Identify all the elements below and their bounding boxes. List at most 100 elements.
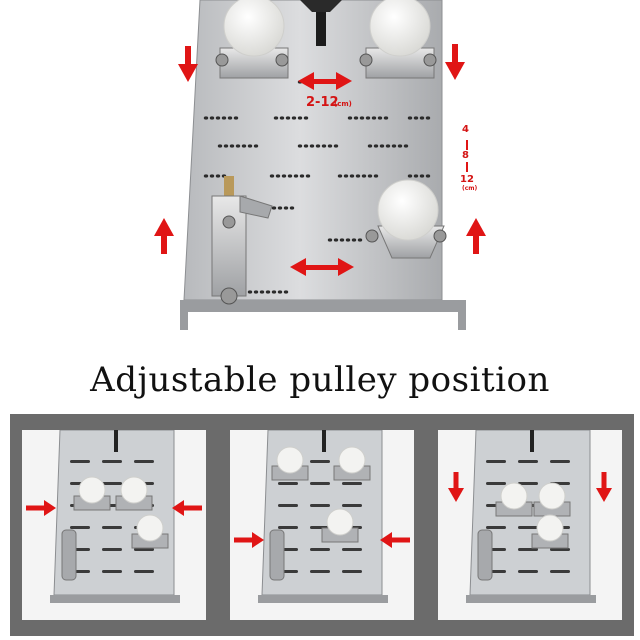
mini-hole-row <box>310 548 330 551</box>
arrow-down-left <box>178 46 198 82</box>
arrow-down-icon <box>596 488 612 502</box>
hole <box>333 144 339 148</box>
mini-wheel <box>326 508 354 536</box>
hole <box>321 144 327 148</box>
mini-hole-row <box>310 482 330 485</box>
mini-hole-row <box>518 460 538 463</box>
mini-hole-row <box>342 548 362 551</box>
hole <box>259 290 265 294</box>
arrow-up-right <box>466 218 486 254</box>
hole <box>339 238 345 242</box>
mini-hole-row <box>550 460 570 463</box>
hole <box>349 174 355 178</box>
mini-hole-row <box>278 482 298 485</box>
example-1-drawing <box>26 430 202 603</box>
hole <box>247 144 253 148</box>
hole <box>303 116 309 120</box>
mini-hole-row <box>518 570 538 573</box>
hole <box>419 116 425 120</box>
hole <box>253 144 259 148</box>
arrow-up-left <box>154 218 174 254</box>
vertical-range-label-12: 12 <box>460 174 474 185</box>
hole <box>327 238 333 242</box>
mini-pivot-arm <box>269 529 285 581</box>
mini-hole-row <box>70 460 90 463</box>
mini-lip <box>466 595 596 603</box>
hole <box>371 116 377 120</box>
hole <box>279 116 285 120</box>
hole <box>327 144 333 148</box>
vertical-range-label-4: 4 <box>462 124 469 135</box>
hole <box>397 144 403 148</box>
mini-hole-row <box>278 526 298 529</box>
hole <box>373 144 379 148</box>
hole <box>287 174 293 178</box>
arrow-left-icon <box>172 500 184 516</box>
hole <box>209 174 215 178</box>
mini-arrow-shaft <box>392 537 410 543</box>
position-examples-strip <box>10 414 634 636</box>
example-panel-2 <box>230 430 414 620</box>
example-panel-3 <box>438 430 622 620</box>
hole <box>283 290 289 294</box>
arrow-right-icon <box>44 500 56 516</box>
hole <box>277 206 283 210</box>
hole <box>235 144 241 148</box>
hole <box>309 144 315 148</box>
hole <box>347 116 353 120</box>
example-3-drawing <box>448 430 612 603</box>
pulley-plate-photo: 2-12 (cm) 4 8 12 (cm) <box>154 0 486 330</box>
hole <box>247 290 253 294</box>
mini-hole-row <box>486 482 506 485</box>
mini-hole-row <box>278 504 298 507</box>
mini-arrow-shaft <box>601 472 607 488</box>
hole <box>297 116 303 120</box>
arrow-right-icon <box>252 532 264 548</box>
mini-wheel <box>536 514 564 542</box>
mini-slot <box>530 430 534 452</box>
mini-hole-row <box>342 504 362 507</box>
mini-slot <box>114 430 118 452</box>
caption-title: Adjustable pulley position <box>90 360 550 400</box>
mini-hole-row <box>342 482 362 485</box>
adjust-arrows <box>154 44 486 276</box>
hole <box>413 116 419 120</box>
hole <box>209 116 215 120</box>
mini-hole-row <box>310 504 330 507</box>
arrow-down-icon <box>448 488 464 502</box>
hole <box>283 206 289 210</box>
hole <box>303 144 309 148</box>
mini-hole-row <box>134 570 154 573</box>
hole <box>419 174 425 178</box>
hole <box>425 174 431 178</box>
mini-hole-row <box>134 548 154 551</box>
mini-hole-row <box>310 460 330 463</box>
hole <box>215 174 221 178</box>
mini-hole-row <box>550 570 570 573</box>
mini-pivot-arm <box>477 529 493 581</box>
mini-wheel <box>276 446 304 474</box>
hole <box>299 174 305 178</box>
hole <box>221 116 227 120</box>
mini-slot <box>322 430 326 452</box>
horizontal-unit-label: (cm) <box>334 100 352 108</box>
hole <box>337 174 343 178</box>
hole <box>377 116 383 120</box>
mini-lip <box>258 595 388 603</box>
mini-arrow-shaft <box>184 505 202 511</box>
mini-arrow-shaft <box>453 472 459 488</box>
hole <box>271 206 277 210</box>
hole <box>271 290 277 294</box>
hole <box>215 116 221 120</box>
hole <box>383 116 389 120</box>
wheel-top-left <box>215 0 289 79</box>
hole <box>233 116 239 120</box>
hole <box>203 174 209 178</box>
mini-hole-row <box>102 570 122 573</box>
mini-wheel <box>78 476 106 504</box>
hole <box>403 144 409 148</box>
hole <box>407 174 413 178</box>
hole <box>305 174 311 178</box>
mini-arrow-shaft <box>234 537 252 543</box>
mini-lip <box>50 595 180 603</box>
